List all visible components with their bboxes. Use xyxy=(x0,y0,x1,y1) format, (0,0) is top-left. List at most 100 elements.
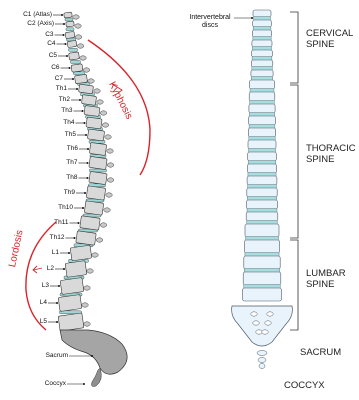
leader-dot xyxy=(87,177,89,179)
vertebra-label: Th3 xyxy=(61,108,72,115)
vertebra-process xyxy=(96,238,102,242)
front-vertebra xyxy=(247,176,277,185)
vertebra-label: C7 xyxy=(55,76,63,83)
front-vertebra xyxy=(249,92,275,101)
vertebra-process xyxy=(73,15,79,19)
coccyx-region-label: COCCYX xyxy=(284,380,325,391)
vertebra-process xyxy=(80,56,86,60)
intervertebral-disc xyxy=(66,28,74,31)
sacrum-region-label: SACRUM xyxy=(300,347,341,358)
vertebra-label: Th9 xyxy=(64,190,75,197)
vertebra-label: Th11 xyxy=(54,220,68,227)
vertebra-body xyxy=(60,278,84,295)
vertebra-label: Coccyx xyxy=(45,381,66,388)
leader-dot xyxy=(66,55,68,57)
coccyx-bone xyxy=(92,368,102,387)
intervertebral-disc xyxy=(74,72,85,75)
vertebra-label: L3 xyxy=(42,283,49,290)
vertebra-process xyxy=(92,253,98,257)
front-vertebra xyxy=(248,128,275,137)
cervical-bracket xyxy=(290,12,298,83)
front-vertebra xyxy=(243,272,281,285)
vertebra-label: L2 xyxy=(47,266,54,273)
vertebra-body xyxy=(70,245,92,261)
leader-dot xyxy=(63,268,65,270)
vertebra-label: C6 xyxy=(51,65,59,72)
vertebra-process xyxy=(77,44,83,48)
front-vertebra xyxy=(252,50,273,57)
vertebra-body xyxy=(89,171,107,184)
vertebra-process xyxy=(100,111,106,115)
vertebra-body xyxy=(80,216,100,231)
vertebra-body xyxy=(69,52,80,60)
sacral-foramen xyxy=(262,330,268,334)
vertebra-label: C4 xyxy=(47,41,55,48)
vertebra-body xyxy=(58,313,84,331)
vertebra-process xyxy=(97,100,103,104)
vertebra-label: L1 xyxy=(52,250,59,257)
lordosis-arrow xyxy=(33,266,42,273)
front-vertebra xyxy=(253,10,271,17)
vertebra-process xyxy=(105,135,111,139)
vertebra-body xyxy=(66,21,75,27)
vertebra-body xyxy=(76,231,96,246)
vertebra-process xyxy=(88,79,94,83)
front-vertebra xyxy=(251,70,273,77)
sacral-foramen xyxy=(267,312,273,316)
leader-dot xyxy=(85,134,87,136)
front-vertebra xyxy=(248,140,276,149)
vertebra-body xyxy=(84,201,103,215)
vertebra-body xyxy=(86,186,105,200)
front-vertebra xyxy=(245,224,279,237)
vertebra-label: Th7 xyxy=(66,160,77,167)
front-vertebra xyxy=(249,116,276,125)
vertebra-body xyxy=(67,40,77,47)
vertebra-label: Th5 xyxy=(65,132,76,139)
intervertebral-disc xyxy=(69,48,78,51)
vertebra-label: Th2 xyxy=(59,97,70,104)
leader-dot xyxy=(87,162,89,164)
vertebra-body xyxy=(79,84,94,94)
leader-dot xyxy=(84,192,86,194)
front-coccyx-segment xyxy=(257,351,267,356)
front-vertebra xyxy=(244,240,279,253)
front-vertebra xyxy=(243,288,282,301)
vertebra-label: Th8 xyxy=(66,175,77,182)
lumbar-spine-label: LUMBAR SPINE xyxy=(306,268,346,290)
leader-dot xyxy=(84,122,86,124)
front-vertebra xyxy=(247,164,276,173)
sacral-foramen xyxy=(251,312,257,316)
leader-dot xyxy=(76,88,78,90)
vertebra-process xyxy=(75,24,81,28)
intervertebral-disc xyxy=(71,61,81,64)
vertebra-process xyxy=(84,322,90,326)
vertebra-process xyxy=(107,178,113,182)
leader-dot xyxy=(91,355,93,357)
vertebra-process xyxy=(106,193,112,197)
leader-dot xyxy=(56,321,58,323)
vertebra-body xyxy=(84,105,100,116)
vertebra-process xyxy=(94,89,100,93)
front-vertebra xyxy=(250,80,275,89)
leader-dot xyxy=(82,207,84,209)
front-coccyx-segment xyxy=(259,364,265,369)
vertebra-body xyxy=(58,295,82,312)
leader-dot xyxy=(69,67,71,69)
vertebra-label: Th4 xyxy=(63,120,74,127)
vertebra-body xyxy=(75,74,88,84)
front-vertebra xyxy=(249,104,275,113)
thoracic-spine-label: THORACIC SPINE xyxy=(306,143,356,165)
intervertebral-disc xyxy=(65,18,73,21)
vertebra-body xyxy=(65,261,87,278)
sacrum-bone xyxy=(60,330,127,374)
front-vertebra xyxy=(253,20,272,27)
leader-dot xyxy=(72,78,74,80)
front-vertebra xyxy=(251,60,272,67)
leader-dot xyxy=(68,252,70,254)
vertebra-label: Th6 xyxy=(67,146,78,153)
front-vertebra xyxy=(248,152,277,161)
vertebra-label: L4 xyxy=(40,300,47,307)
leader-dot xyxy=(63,23,65,25)
vertebra-process xyxy=(102,123,108,127)
